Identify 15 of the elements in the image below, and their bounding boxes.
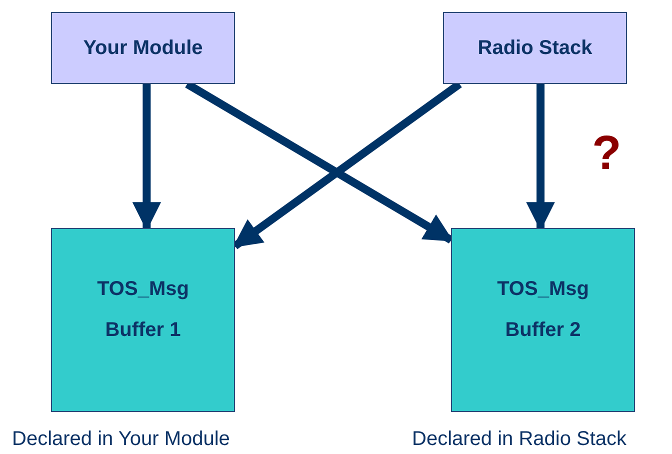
module-box [51, 12, 235, 84]
arrow [526, 84, 555, 231]
node-label: TOS_Msg [497, 278, 589, 301]
node-label: Declared in Your Module [12, 428, 230, 451]
arrow [132, 84, 162, 231]
buffer-box [51, 228, 235, 412]
module-box [443, 12, 627, 84]
buffer-box [451, 228, 635, 412]
node-label: Your Module [83, 36, 203, 60]
node-label: Radio Stack [478, 36, 592, 60]
node-label: Declared in Radio Stack [412, 428, 627, 451]
node-label: Buffer 1 [105, 319, 181, 342]
question-mark: ? [592, 130, 622, 178]
node-label: Buffer 2 [505, 319, 581, 342]
node-label: TOS_Msg [97, 278, 189, 301]
